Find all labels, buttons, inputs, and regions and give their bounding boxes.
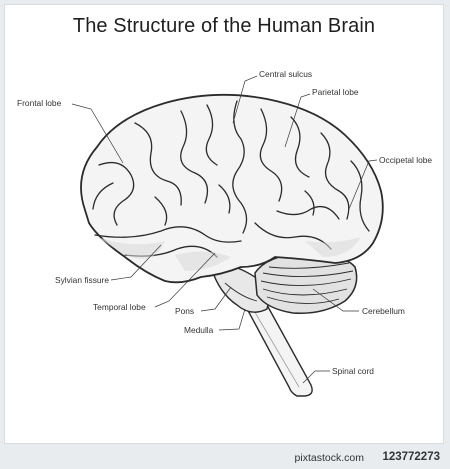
brainstem-shape xyxy=(210,266,270,313)
label-frontal-lobe: Frontal lobe xyxy=(17,98,62,108)
brain-illustration xyxy=(71,75,384,397)
footer-brand: pixtastock.com xyxy=(294,452,364,464)
footer-image-id: 123772273 xyxy=(382,451,440,463)
leader-spinal-cord xyxy=(302,370,330,384)
leader-pons xyxy=(200,286,232,312)
label-sylvian-fissure: Sylvian fissure xyxy=(55,275,109,285)
label-central-sulcus: Central sulcus xyxy=(259,69,313,79)
diagram-card: The Structure of the Human Brain xyxy=(4,4,444,444)
leader-central-sulcus xyxy=(232,75,258,124)
spinal-cord-shape xyxy=(243,304,313,397)
stock-footer: pixtastock.com 123772273 xyxy=(0,446,450,469)
leader-medulla xyxy=(218,308,246,331)
label-pons: Pons xyxy=(175,306,195,316)
label-spinal-cord: Spinal cord xyxy=(332,366,374,376)
label-temporal-lobe: Temporal lobe xyxy=(93,302,146,312)
leader-sylvian-fissure xyxy=(110,244,162,281)
leader-cerebellum xyxy=(312,288,359,312)
label-medulla: Medulla xyxy=(184,325,214,335)
label-parietal-lobe: Parietal lobe xyxy=(312,87,359,97)
diagram-title: The Structure of the Human Brain xyxy=(72,15,376,37)
label-occipetal-lobe: Occipetal lobe xyxy=(379,155,433,165)
leader-occipetal-lobe xyxy=(348,159,378,210)
leader-parietal-lobe xyxy=(284,93,311,148)
cerebrum-shape xyxy=(80,93,384,284)
label-cerebellum: Cerebellum xyxy=(362,306,405,316)
leader-frontal-lobe xyxy=(71,103,124,164)
leader-temporal-lobe xyxy=(154,252,216,308)
